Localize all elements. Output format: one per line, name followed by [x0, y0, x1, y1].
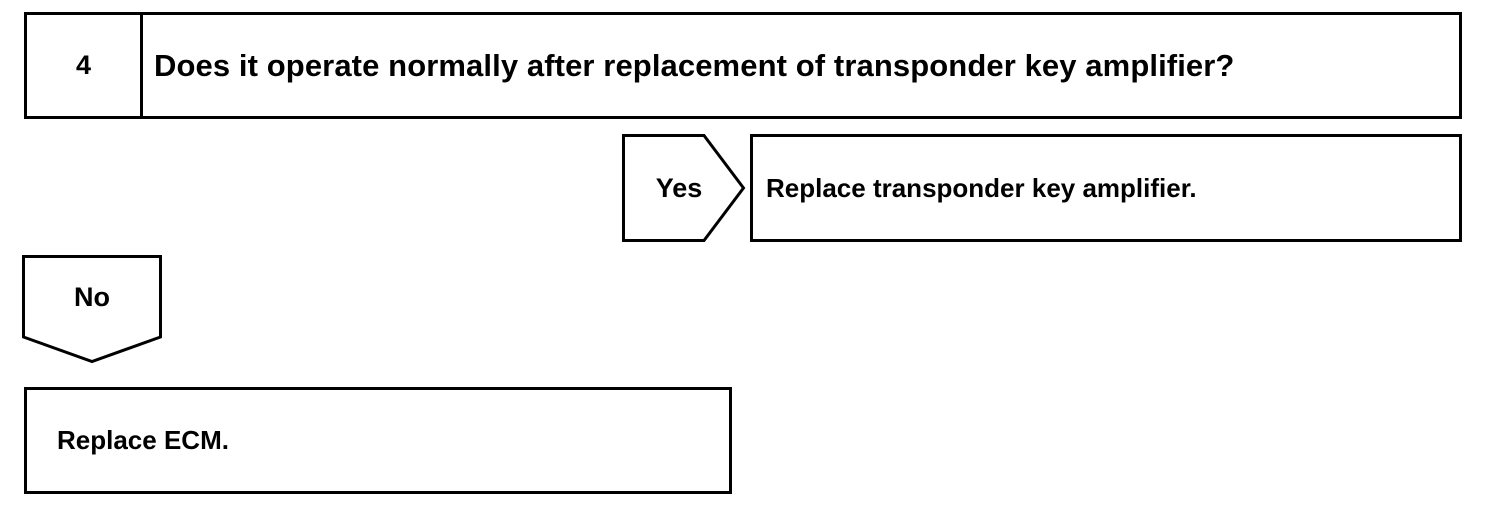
no-result-box: Replace ECM. — [24, 387, 732, 494]
no-branch-arrow — [22, 255, 162, 364]
no-result-text: Replace ECM. — [57, 425, 229, 455]
no-branch-label: No — [74, 282, 110, 312]
step-question-box: 4 Does it operate normally after replace… — [24, 12, 1462, 119]
yes-result-text: Replace transponder key amplifier. — [766, 172, 1197, 203]
yes-branch-label: Yes — [655, 172, 703, 203]
yes-branch-arrow — [622, 134, 746, 242]
step-number: 4 — [27, 15, 143, 116]
yes-result-box: Replace transponder key amplifier. — [750, 134, 1462, 242]
step-question-text: Does it operate normally after replaceme… — [154, 47, 1235, 83]
